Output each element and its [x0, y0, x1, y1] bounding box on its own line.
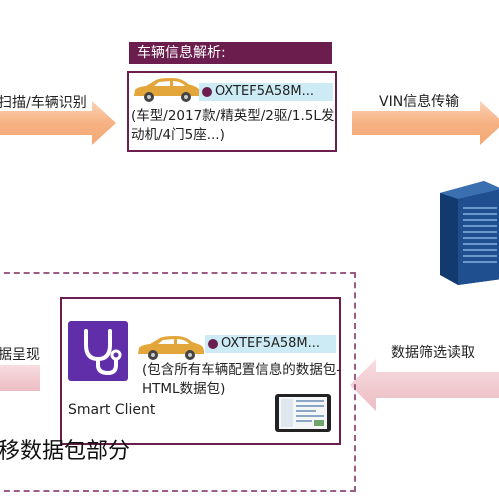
tablet-icon — [275, 394, 331, 432]
car-icon — [138, 336, 204, 360]
parse-vin-chip: OXTEF5A58M... — [199, 83, 333, 101]
car-icon — [134, 78, 200, 102]
client-vin-text: OXTEF5A58M... — [221, 336, 321, 351]
present-label: 据呈现 — [0, 347, 40, 363]
scan-arrow-label: 扫描/车辆识别 — [0, 95, 87, 111]
parse-description: (车型/2017款/精英型/2驱/1.5L发动机/4门5座...) — [131, 108, 335, 143]
arrow-present — [0, 365, 40, 391]
filter-read-label: 数据筛选读取 — [391, 345, 475, 361]
client-description: (包含所有车辆配置信息的数据包-HTML数据包) — [142, 362, 342, 397]
parse-vin-text: OXTEF5A58M... — [215, 84, 315, 99]
vin-transfer-label: VIN信息传输 — [379, 94, 460, 110]
arrow-filter-read — [350, 359, 499, 411]
vin-dot-icon — [202, 87, 212, 97]
arrow-scan-to-parse — [0, 101, 116, 145]
client-vin-chip: OXTEF5A58M... — [205, 335, 336, 353]
parse-panel-header: 车辆信息解析: — [129, 42, 332, 64]
arrow-vin-transfer — [352, 101, 499, 145]
smart-client-label: Smart Client — [68, 402, 156, 418]
stethoscope-icon[interactable] — [68, 321, 128, 381]
data-package-region — [0, 272, 356, 492]
server-icon — [440, 181, 499, 285]
stethoscope-glyph — [84, 329, 122, 376]
vin-dot-icon — [208, 339, 218, 349]
section-title: 移数据包部分 — [0, 439, 131, 464]
